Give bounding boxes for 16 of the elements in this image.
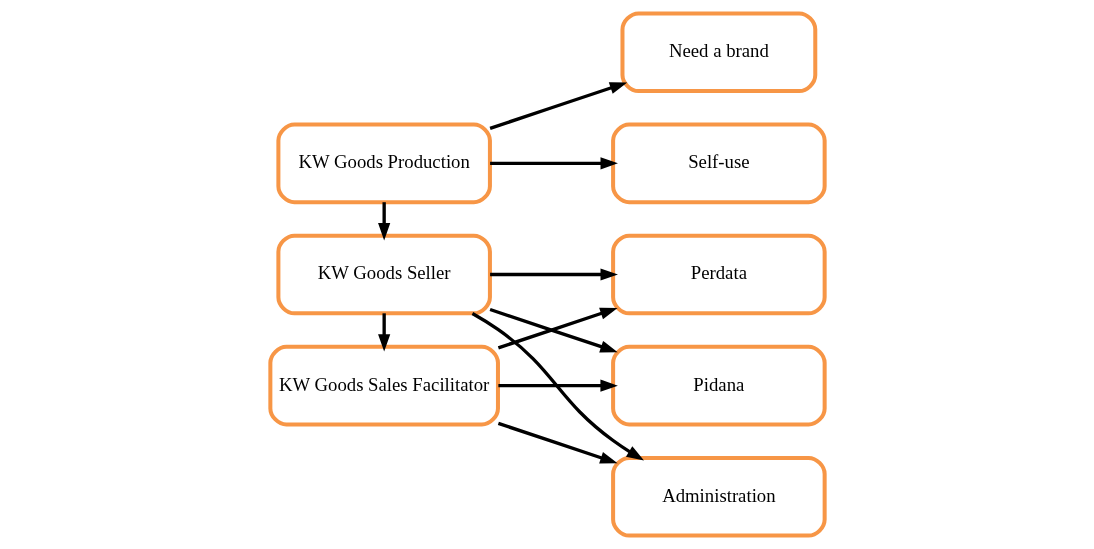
arrow [497, 379, 618, 392]
node-box: Need a brand [619, 11, 817, 94]
node-box: KW Goods Production [275, 122, 492, 205]
node-box: Self-use [610, 122, 827, 205]
arrow [377, 313, 390, 352]
arrow [497, 421, 618, 464]
arrow [489, 82, 627, 130]
node-box: KW Goods Sales Facilitator [267, 344, 500, 427]
node-box: Pidana [610, 344, 827, 427]
arrow [489, 268, 618, 281]
arrow [377, 202, 390, 241]
arrow [471, 312, 644, 461]
node-box: Perdata [610, 233, 827, 316]
arrow [489, 157, 618, 170]
node-box: Administration [610, 455, 827, 538]
node-box: KW Goods Seller [275, 233, 492, 316]
